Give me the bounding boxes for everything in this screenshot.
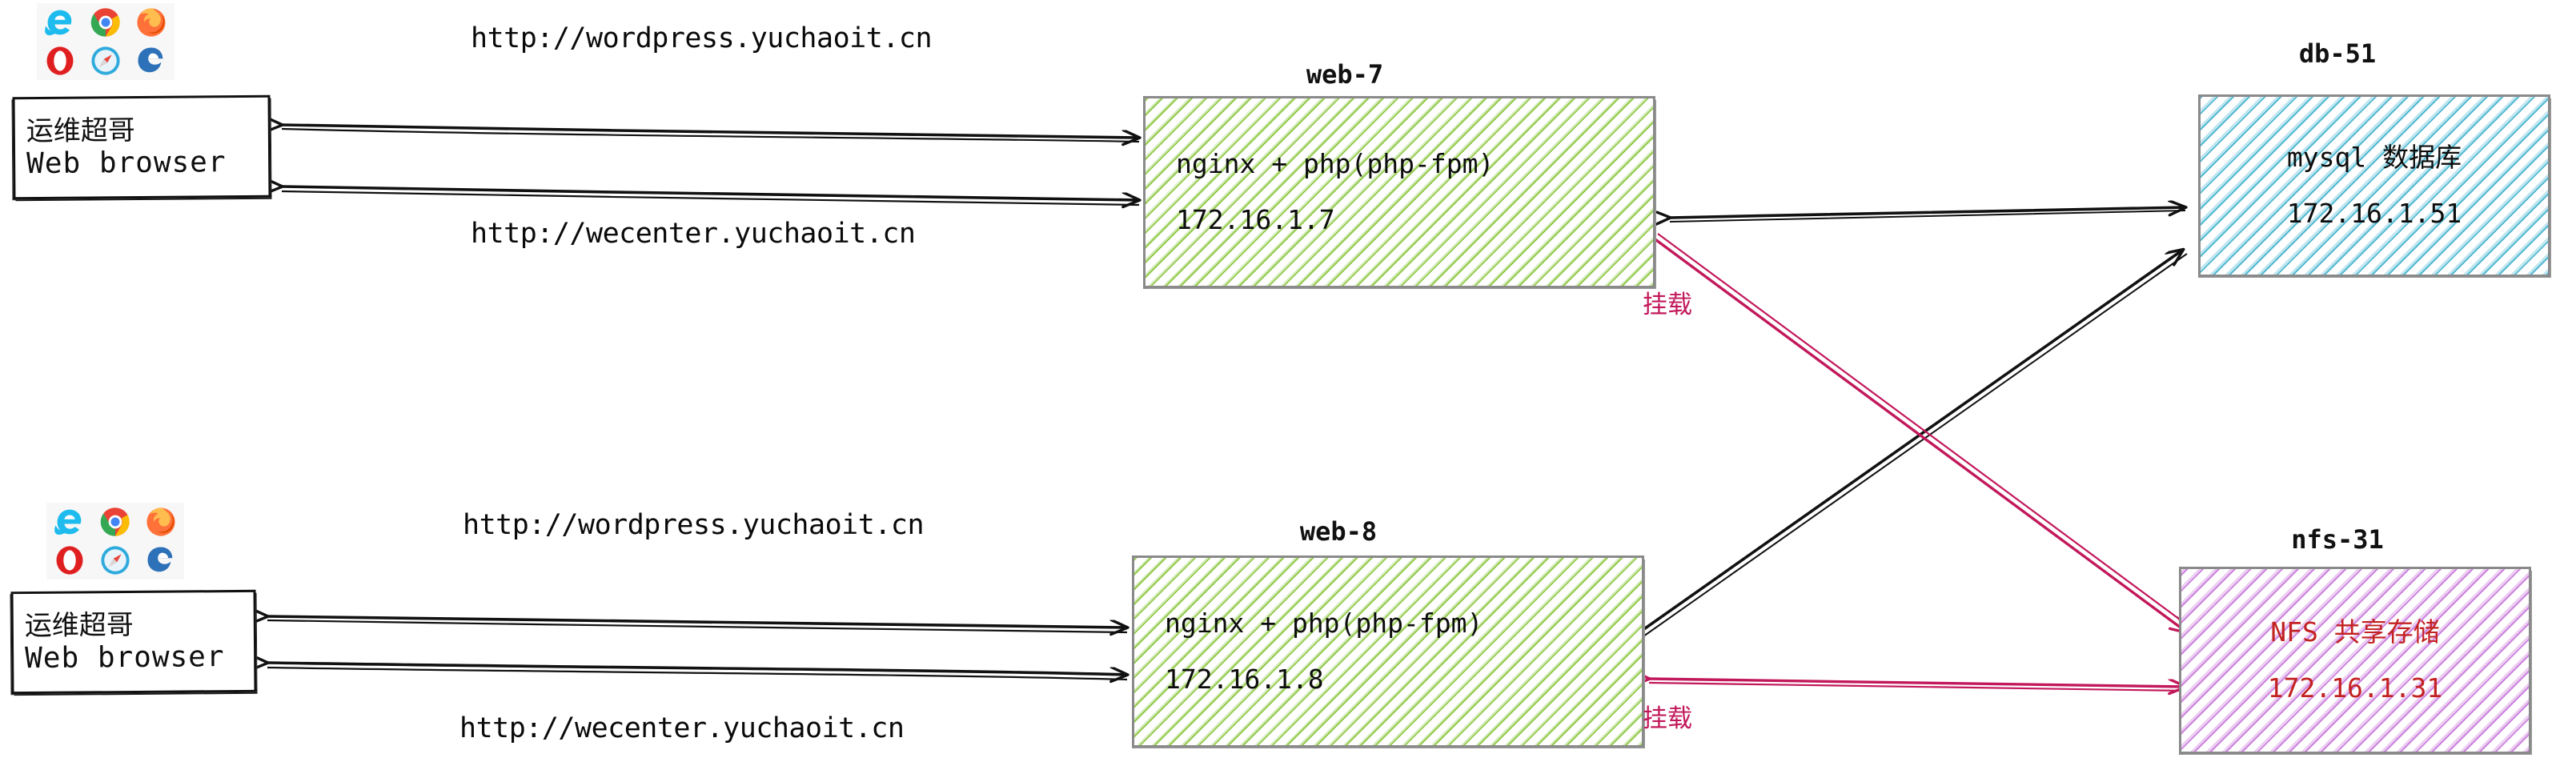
edge-web7-db51 — [1670, 207, 2185, 222]
node-web-8-service: nginx + php(php-fpm) — [1165, 607, 1483, 639]
chrome-icon — [90, 8, 120, 37]
node-caption-web-8: web-8 — [1299, 516, 1378, 547]
client-bottom-name: 运维超哥 — [24, 608, 134, 642]
browser-icon-grid-bottom — [46, 503, 184, 580]
url-wordpress-top: http://wordpress.yuchaoit.cn — [471, 22, 933, 54]
mount-label-web7: 挂载 — [1643, 291, 1692, 319]
node-nfs-31-ip: 172.16.1.31 — [2267, 672, 2443, 704]
node-db-51[interactable]: mysql 数据库 172.16.1.51 — [2198, 94, 2550, 277]
edge-icon — [147, 547, 173, 572]
internet-explorer-icon — [44, 10, 71, 36]
node-caption-web-7: web-7 — [1306, 59, 1384, 90]
client-top-role: Web browser — [26, 145, 227, 180]
mount-label-web8: 挂载 — [1643, 704, 1692, 733]
client-top-name: 运维超哥 — [26, 114, 135, 147]
node-db-51-ip: 172.16.1.51 — [2286, 198, 2462, 229]
node-web-7[interactable]: nginx + php(php-fpm) 172.16.1.7 — [1143, 96, 1655, 288]
edge-client-bottom-web8-wordpress — [267, 616, 1127, 632]
url-wordpress-bottom: http://wordpress.yuchaoit.cn — [463, 509, 925, 541]
edge-web8-nfs31-mount — [1649, 679, 2185, 691]
node-db-51-service: mysql 数据库 — [2286, 141, 2462, 173]
url-wecenter-top: http://wecenter.yuchaoit.cn — [471, 218, 916, 250]
edge-client-top-web7-wordpress — [282, 125, 1139, 142]
node-caption-db-51: db-51 — [2298, 38, 2377, 69]
safari-icon — [91, 46, 120, 75]
node-caption-nfs-31: nfs-31 — [2291, 524, 2384, 555]
edge-web7-nfs31-mount — [1653, 234, 2193, 632]
client-box-top[interactable]: 运维超哥 Web browser — [12, 94, 271, 200]
edge-icon — [138, 47, 163, 73]
firefox-icon — [146, 507, 175, 536]
url-wecenter-bottom: http://wecenter.yuchaoit.cn — [459, 712, 905, 744]
safari-icon — [101, 546, 130, 575]
opera-icon — [46, 46, 74, 75]
node-nfs-31[interactable]: NFS 共享存储 172.16.1.31 — [2179, 567, 2531, 754]
node-web-8[interactable]: nginx + php(php-fpm) 172.16.1.8 — [1132, 555, 1644, 748]
internet-explorer-icon — [54, 509, 81, 535]
node-web-8-ip: 172.16.1.8 — [1165, 664, 1324, 695]
node-web-7-ip: 172.16.1.7 — [1176, 204, 1335, 235]
browser-icon-grid-top — [37, 3, 175, 80]
node-nfs-31-service: NFS 共享存储 — [2270, 616, 2440, 648]
edge-web8-db51 — [1639, 250, 2188, 636]
chrome-icon — [100, 507, 130, 536]
opera-icon — [56, 546, 83, 575]
node-web-7-service: nginx + php(php-fpm) — [1176, 147, 1495, 179]
client-bottom-role: Web browser — [24, 640, 225, 675]
client-box-bottom[interactable]: 运维超哥 Web browser — [10, 589, 257, 695]
edge-client-bottom-web8-wecenter — [267, 663, 1127, 680]
firefox-icon — [137, 8, 166, 37]
edge-client-top-web7-wecenter — [282, 186, 1139, 205]
